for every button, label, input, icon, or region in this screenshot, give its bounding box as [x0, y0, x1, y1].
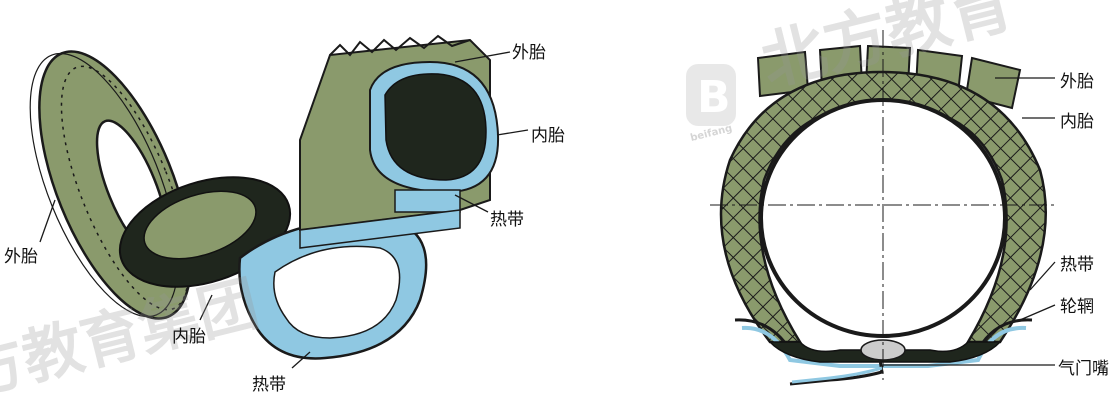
label-valve: 气门嘴 [1058, 354, 1109, 379]
cross-section-drawing [710, 30, 1055, 384]
label-flap: 热带 [1060, 250, 1094, 275]
label-outer-tire: 外胎 [1060, 67, 1094, 92]
label-rim: 轮辋 [1060, 292, 1094, 317]
label-inner-tube: 内胎 [1060, 107, 1094, 132]
beifang-logo-icon: B [686, 64, 736, 126]
label-outer-tire-left: 外胎 [4, 242, 38, 267]
label-inner-tube-top: 内胎 [531, 121, 565, 146]
label-outer-tire-top: 外胎 [512, 38, 546, 63]
svg-text:B: B [697, 72, 731, 123]
label-flap-top: 热带 [490, 205, 524, 230]
cutaway-detail-drawing [300, 36, 498, 248]
diagram-canvas: B 北方教育 方教育集团 beifang 外胎 内胎 热带 外胎 内胎 热带 外… [0, 0, 1120, 392]
label-flap-bottom: 热带 [252, 370, 286, 395]
label-inner-tube-bottom: 内胎 [172, 322, 206, 347]
